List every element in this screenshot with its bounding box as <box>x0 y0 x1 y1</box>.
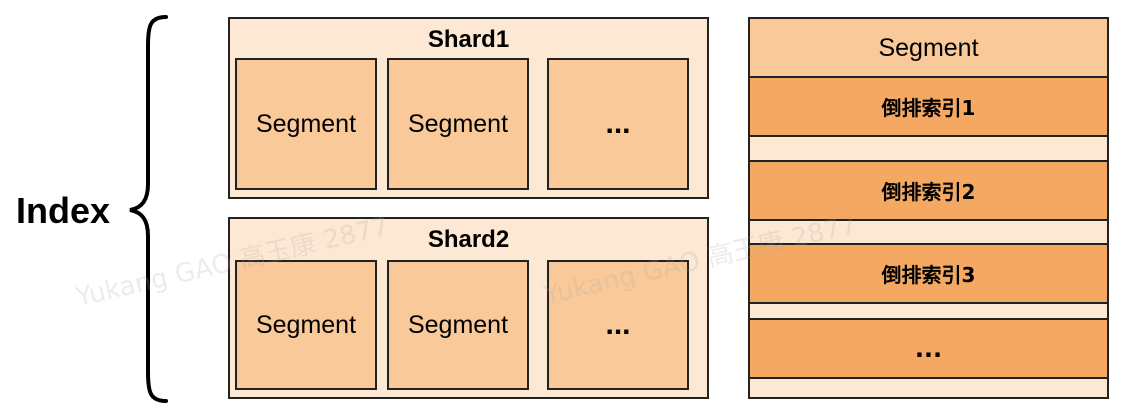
more-segments-box: ... <box>547 58 689 190</box>
segment-box: Segment <box>387 58 529 190</box>
segment-box: Segment <box>387 260 529 390</box>
segment-detail-header: Segment <box>748 17 1109 78</box>
inverted-index-band: 倒排索引2 <box>748 160 1109 221</box>
index-label: Index <box>16 190 111 231</box>
shard-title: Shard1 <box>427 26 510 53</box>
more-inverted-index-band: ... <box>748 318 1109 379</box>
inverted-index-band: 倒排索引3 <box>748 243 1109 304</box>
shard-title: Shard2 <box>427 226 510 253</box>
segment-box: Segment <box>235 58 377 190</box>
inverted-index-band: 倒排索引1 <box>748 76 1109 137</box>
curly-brace-icon <box>129 15 168 403</box>
more-segments-box: ... <box>547 260 689 390</box>
segment-box: Segment <box>235 260 377 390</box>
